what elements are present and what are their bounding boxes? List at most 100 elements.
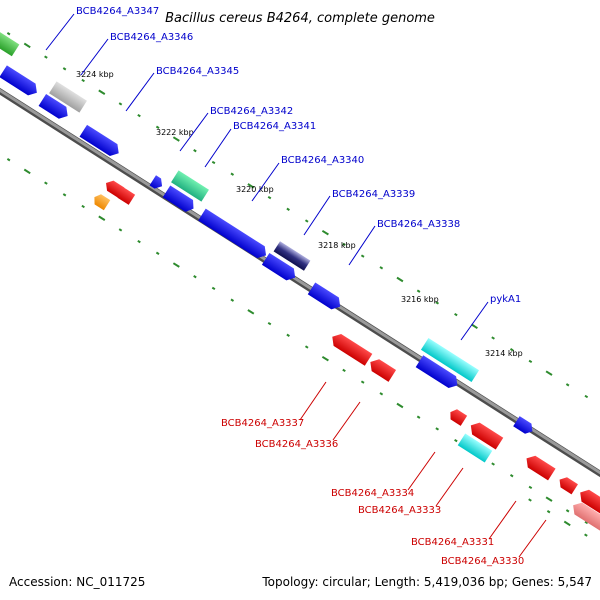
tick-mark bbox=[545, 496, 553, 502]
tick-mark bbox=[509, 348, 514, 352]
gene-a3347[interactable] bbox=[0, 31, 20, 57]
gene-a3338[interactable] bbox=[261, 252, 299, 284]
tick-mark bbox=[304, 219, 309, 223]
tick-mark bbox=[470, 323, 478, 330]
reverse-leader-lines bbox=[299, 381, 547, 558]
tick-mark bbox=[137, 239, 141, 244]
tick-mark bbox=[528, 485, 533, 490]
tick-mark bbox=[193, 275, 197, 279]
position-label: 3224 kbp bbox=[76, 70, 114, 79]
tick-mark bbox=[98, 215, 106, 221]
gene-a3340b[interactable] bbox=[198, 208, 270, 262]
gene-a3331[interactable] bbox=[523, 452, 556, 481]
forward-gene-labels: BCB4264_A3347 BCB4264_A3346 BCB4264_A334… bbox=[76, 6, 521, 305]
gene-label[interactable]: BCB4264_A3337 bbox=[221, 418, 304, 429]
gene-blue-2[interactable] bbox=[38, 94, 72, 122]
tick-mark bbox=[23, 168, 31, 175]
map-title: Bacillus cereus B4264, complete genome bbox=[165, 11, 435, 26]
tick-mark bbox=[584, 533, 588, 537]
gene-a3342[interactable] bbox=[149, 175, 166, 191]
gene-a3337[interactable] bbox=[329, 331, 373, 366]
gene-label[interactable]: BCB4264_A3330 bbox=[441, 556, 524, 567]
gene-label[interactable]: BCB4264_A3336 bbox=[255, 439, 338, 450]
gene-a3346[interactable] bbox=[49, 81, 87, 113]
tick-mark bbox=[44, 181, 48, 185]
tick-mark bbox=[172, 136, 180, 142]
tick-mark bbox=[118, 102, 123, 106]
tick-mark bbox=[193, 149, 197, 153]
gene-label[interactable]: pykA1 bbox=[490, 294, 521, 305]
tick-mark bbox=[267, 321, 272, 326]
gene-a3336[interactable] bbox=[367, 356, 397, 382]
tick-mark bbox=[342, 242, 346, 247]
gene-label[interactable]: BCB4264_A3347 bbox=[76, 6, 159, 17]
tick-mark bbox=[6, 32, 11, 36]
tick-mark bbox=[211, 286, 216, 291]
tick-mark bbox=[396, 276, 404, 283]
gene-label[interactable]: BCB4264_A3340 bbox=[281, 155, 364, 166]
tick-mark bbox=[565, 509, 570, 513]
gene-a3334[interactable] bbox=[447, 407, 468, 426]
tick-mark bbox=[6, 158, 11, 162]
gene-blue-10[interactable] bbox=[513, 416, 535, 436]
tick-mark bbox=[230, 172, 235, 176]
tick-mark bbox=[546, 510, 551, 514]
tick-mark bbox=[137, 113, 141, 118]
tick-mark bbox=[509, 474, 514, 478]
tick-mark bbox=[416, 289, 421, 293]
tick-mark bbox=[81, 78, 85, 83]
tick-mark bbox=[528, 498, 532, 502]
gene-a3331b[interactable] bbox=[576, 487, 600, 517]
tick-mark bbox=[416, 415, 421, 419]
tick-mark bbox=[321, 229, 329, 236]
gene-a3341[interactable] bbox=[171, 170, 209, 202]
tick-mark bbox=[155, 251, 160, 255]
position-label: 3222 kbp bbox=[156, 128, 194, 137]
gene-label[interactable]: BCB4264_A3345 bbox=[156, 66, 239, 77]
gene-red-small-2[interactable] bbox=[113, 185, 136, 205]
tick-mark bbox=[360, 254, 365, 258]
reverse-strand-genes bbox=[91, 180, 600, 534]
gene-label[interactable]: BCB4264_A3331 bbox=[411, 537, 494, 548]
gene-pyka1[interactable] bbox=[420, 337, 480, 383]
reverse-gene-labels: BCB4264_A3337 BCB4264_A3336 BCB4264_A333… bbox=[221, 418, 524, 567]
tick-mark bbox=[247, 183, 255, 189]
forward-leader-lines bbox=[45, 13, 489, 341]
gene-label[interactable]: BCB4264_A3341 bbox=[233, 121, 316, 132]
tick-mark bbox=[321, 355, 329, 362]
gene-label[interactable]: BCB4264_A3333 bbox=[358, 505, 441, 516]
tick-mark bbox=[342, 368, 346, 373]
tick-mark bbox=[286, 333, 290, 337]
tick-mark bbox=[98, 89, 106, 95]
gene-label[interactable]: BCB4264_A3338 bbox=[377, 219, 460, 230]
tick-mark bbox=[491, 336, 495, 340]
tick-mark bbox=[155, 125, 160, 129]
gene-a3340[interactable] bbox=[162, 185, 198, 214]
gene-red-small-3[interactable] bbox=[556, 475, 578, 495]
position-label: 3218 kbp bbox=[318, 241, 356, 250]
tick-mark bbox=[23, 42, 31, 49]
gene-blue-3[interactable] bbox=[79, 124, 123, 159]
gene-label[interactable]: BCB4264_A3334 bbox=[331, 488, 414, 499]
gene-blue-1[interactable] bbox=[0, 65, 41, 98]
tick-mark bbox=[491, 462, 495, 466]
tick-mark bbox=[528, 359, 533, 364]
gene-a3330[interactable] bbox=[569, 499, 600, 534]
gene-a3339[interactable] bbox=[273, 241, 311, 271]
gene-blue-8[interactable] bbox=[307, 282, 344, 312]
tick-marks bbox=[6, 32, 589, 537]
gene-label[interactable]: BCB4264_A3342 bbox=[210, 106, 293, 117]
gene-orange[interactable] bbox=[91, 192, 111, 211]
gene-label[interactable]: BCB4264_A3339 bbox=[332, 189, 415, 200]
tick-mark bbox=[584, 394, 589, 399]
topology-summary-text: Topology: circular; Length: 5,419,036 bp… bbox=[261, 575, 592, 589]
gene-a3333[interactable] bbox=[457, 433, 493, 463]
tick-mark bbox=[563, 520, 571, 527]
gene-blue-9[interactable] bbox=[415, 355, 461, 391]
tick-mark bbox=[44, 55, 48, 59]
gene-label[interactable]: BCB4264_A3346 bbox=[110, 32, 193, 43]
tick-mark bbox=[396, 402, 404, 409]
gene-a3334b[interactable] bbox=[467, 419, 504, 450]
tick-mark bbox=[565, 383, 570, 387]
